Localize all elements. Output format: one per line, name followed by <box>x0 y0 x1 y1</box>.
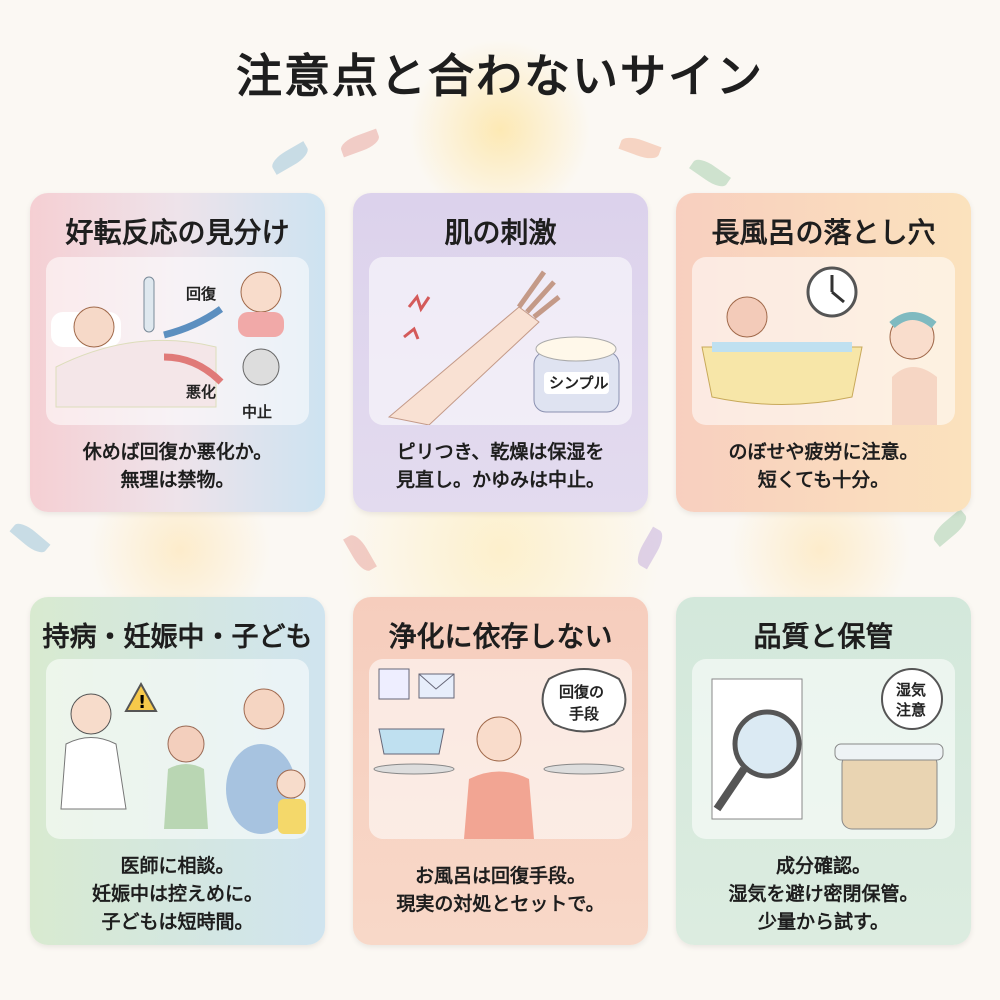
magnifier-icon <box>732 709 802 779</box>
card-heading: 好転反応の見分け <box>65 216 290 249</box>
illustration-doctor: ! <box>46 659 309 839</box>
card-heading: 長風呂の落とし穴 <box>711 216 936 249</box>
cream-lid <box>535 336 617 362</box>
card-long-bath: 長風呂の落とし穴 のぼせや疲労に注意。 短くても十分。 <box>676 193 971 512</box>
hand <box>516 270 561 319</box>
mail-icon <box>418 673 455 699</box>
body-line: 現実の対処とセットで。 <box>396 893 605 915</box>
card-skin-irritation: 肌の刺激 シンプル ピリつき、乾燥は保湿を 見直し。かゆみは中止。 <box>353 193 648 512</box>
bubble-text: 手段 <box>569 705 599 723</box>
humidity-caution-stamp <box>881 668 943 730</box>
illustration-balance: 回復の 手段 <box>369 659 632 839</box>
refreshed-body <box>892 367 937 425</box>
card-heading: 浄化に依存しない <box>388 620 613 653</box>
card-body: 休めば回復か悪化か。 無理は禁物。 <box>30 438 325 494</box>
body-line: 湿気を避け密閉保管。 <box>728 883 919 905</box>
woman-body <box>464 771 534 839</box>
body-line: 少量から試す。 <box>757 911 890 933</box>
stamp-text: 湿気 <box>896 681 926 699</box>
bathtub-icon <box>701 346 863 405</box>
thought-bubble <box>541 668 627 733</box>
doctor-coat <box>60 737 127 810</box>
bath-water <box>712 342 852 352</box>
body-line: 無理は禁物。 <box>120 469 235 491</box>
page-title: 注意点と合わないサイン <box>236 49 764 103</box>
card-body: 成分確認。 湿気を避け密閉保管。 少量から試す。 <box>676 852 971 936</box>
stamp-text: 注意 <box>896 701 926 719</box>
irritation-marks-icon <box>403 293 431 340</box>
label-worsen: 悪化 <box>186 383 216 401</box>
card-no-dependence-on-purification: 浄化に依存しない 回復の 手段 お風呂は回復手段。 現実の対処とセットで。 <box>353 597 648 945</box>
jar-label <box>544 372 609 394</box>
clock-hands <box>830 275 845 304</box>
doctor-face <box>70 693 112 735</box>
container-lid <box>834 743 944 761</box>
jar-label-text: シンプル <box>549 374 609 392</box>
woman-face <box>476 716 522 762</box>
sick-person-face <box>73 306 115 348</box>
label-recover: 回復 <box>186 285 217 303</box>
document-icon <box>378 668 410 700</box>
illustration-bathtub <box>692 257 955 425</box>
dizzy-person-face <box>726 296 768 338</box>
happy-face <box>240 271 282 313</box>
body-line: 子どもは短時間。 <box>101 911 254 933</box>
bathtub-icon <box>378 728 445 755</box>
illustration-sick-person: 回復 悪化 中止 <box>46 257 309 425</box>
card-body: 医師に相談。 妊娠中は控えめに。 子どもは短時間。 <box>30 852 325 936</box>
sealed-container-icon <box>841 753 938 830</box>
card-body: ピリつき、乾燥は保湿を 見直し。かゆみは中止。 <box>353 438 648 494</box>
body-line: 医師に相談。 <box>120 855 235 877</box>
arrow-down-icon <box>163 353 224 385</box>
body-line: 休めば回復か悪化か。 <box>82 441 273 463</box>
label-stop: 中止 <box>242 403 272 421</box>
card-improvement-reaction: 好転反応の見分け 回復 悪化 中止 休めば回復か悪化か。 無理は禁物。 <box>30 193 325 512</box>
body-line: 見直し。かゆみは中止。 <box>395 469 605 491</box>
thermometer-icon <box>143 276 155 333</box>
happy-body <box>238 312 284 337</box>
body-line: ピリつき、乾燥は保湿を <box>396 441 605 463</box>
illustration-storage: 湿気 注意 <box>692 659 955 839</box>
body-line: 短くても十分。 <box>757 469 890 491</box>
child-body <box>278 799 306 834</box>
arm <box>387 306 540 425</box>
mail-flap <box>418 673 455 690</box>
card-heading: 持病・妊娠中・子ども <box>42 622 313 653</box>
unwell-face <box>242 348 280 386</box>
arrow-up-icon <box>163 306 224 339</box>
card-heading: 品質と保管 <box>753 620 894 653</box>
body-line: 成分確認。 <box>775 855 871 877</box>
body-line: お風呂は回復手段。 <box>414 865 586 887</box>
bubble-text: 回復の <box>559 683 604 701</box>
card-quality-storage: 品質と保管 湿気 注意 成分確認。 湿気を避け密閉保管。 少量から試す。 <box>676 597 971 945</box>
body-line: のぼせや疲労に注意。 <box>728 441 919 463</box>
illustration-arm-cream: シンプル <box>369 257 632 425</box>
card-heading: 肌の刺激 <box>444 216 557 249</box>
right-plate <box>543 763 625 775</box>
child-face <box>276 769 306 799</box>
patient-body <box>164 764 208 829</box>
card-body: のぼせや疲労に注意。 短くても十分。 <box>676 438 971 494</box>
headband <box>889 312 937 329</box>
left-plate <box>373 763 455 775</box>
warning-icon <box>124 681 158 712</box>
body-line: 妊娠中は控えめに。 <box>91 883 263 905</box>
patient-face <box>167 725 205 763</box>
card-body: お風呂は回復手段。 現実の対処とセットで。 <box>353 862 648 918</box>
magnifier-handle <box>713 766 748 812</box>
card-conditions-pregnancy-children: 持病・妊娠中・子ども ! 医師に相談。 妊娠中は控えめに。 子どもは短時間。 <box>30 597 325 945</box>
pregnant-woman-face <box>243 688 285 730</box>
warning-mark: ! <box>138 692 146 713</box>
